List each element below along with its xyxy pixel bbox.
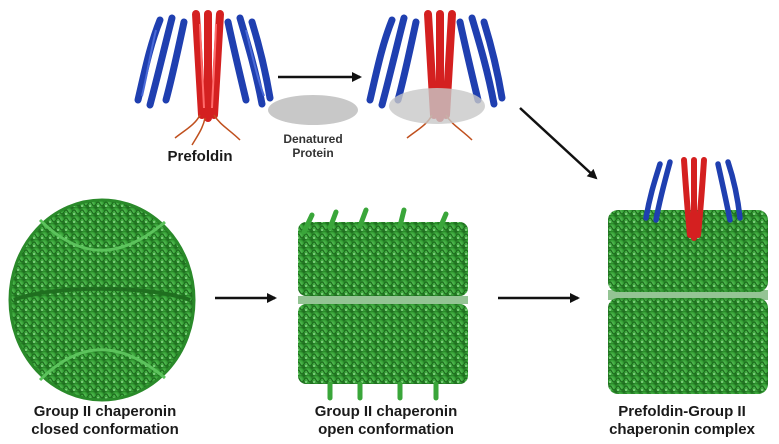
open-conformation-label: Group II chaperonin open conformation bbox=[314, 403, 458, 438]
prefoldin-label: Prefoldin bbox=[167, 148, 233, 165]
open-chaperonin bbox=[298, 207, 468, 401]
denatured-protein-shape bbox=[268, 95, 358, 125]
prefoldin-chaperonin-complex bbox=[608, 157, 768, 394]
closed-conformation-label: Group II chaperonin closed conformation bbox=[31, 403, 179, 438]
prefoldin-structure bbox=[134, 10, 274, 146]
arrow-binding-to-complex bbox=[519, 107, 598, 180]
prefoldin-with-protein bbox=[366, 10, 506, 141]
complex-label: Prefoldin-Group II chaperonin complex bbox=[609, 403, 755, 438]
closed-chaperonin bbox=[8, 198, 196, 402]
denatured-protein-label: Denatured Protein bbox=[283, 132, 343, 161]
